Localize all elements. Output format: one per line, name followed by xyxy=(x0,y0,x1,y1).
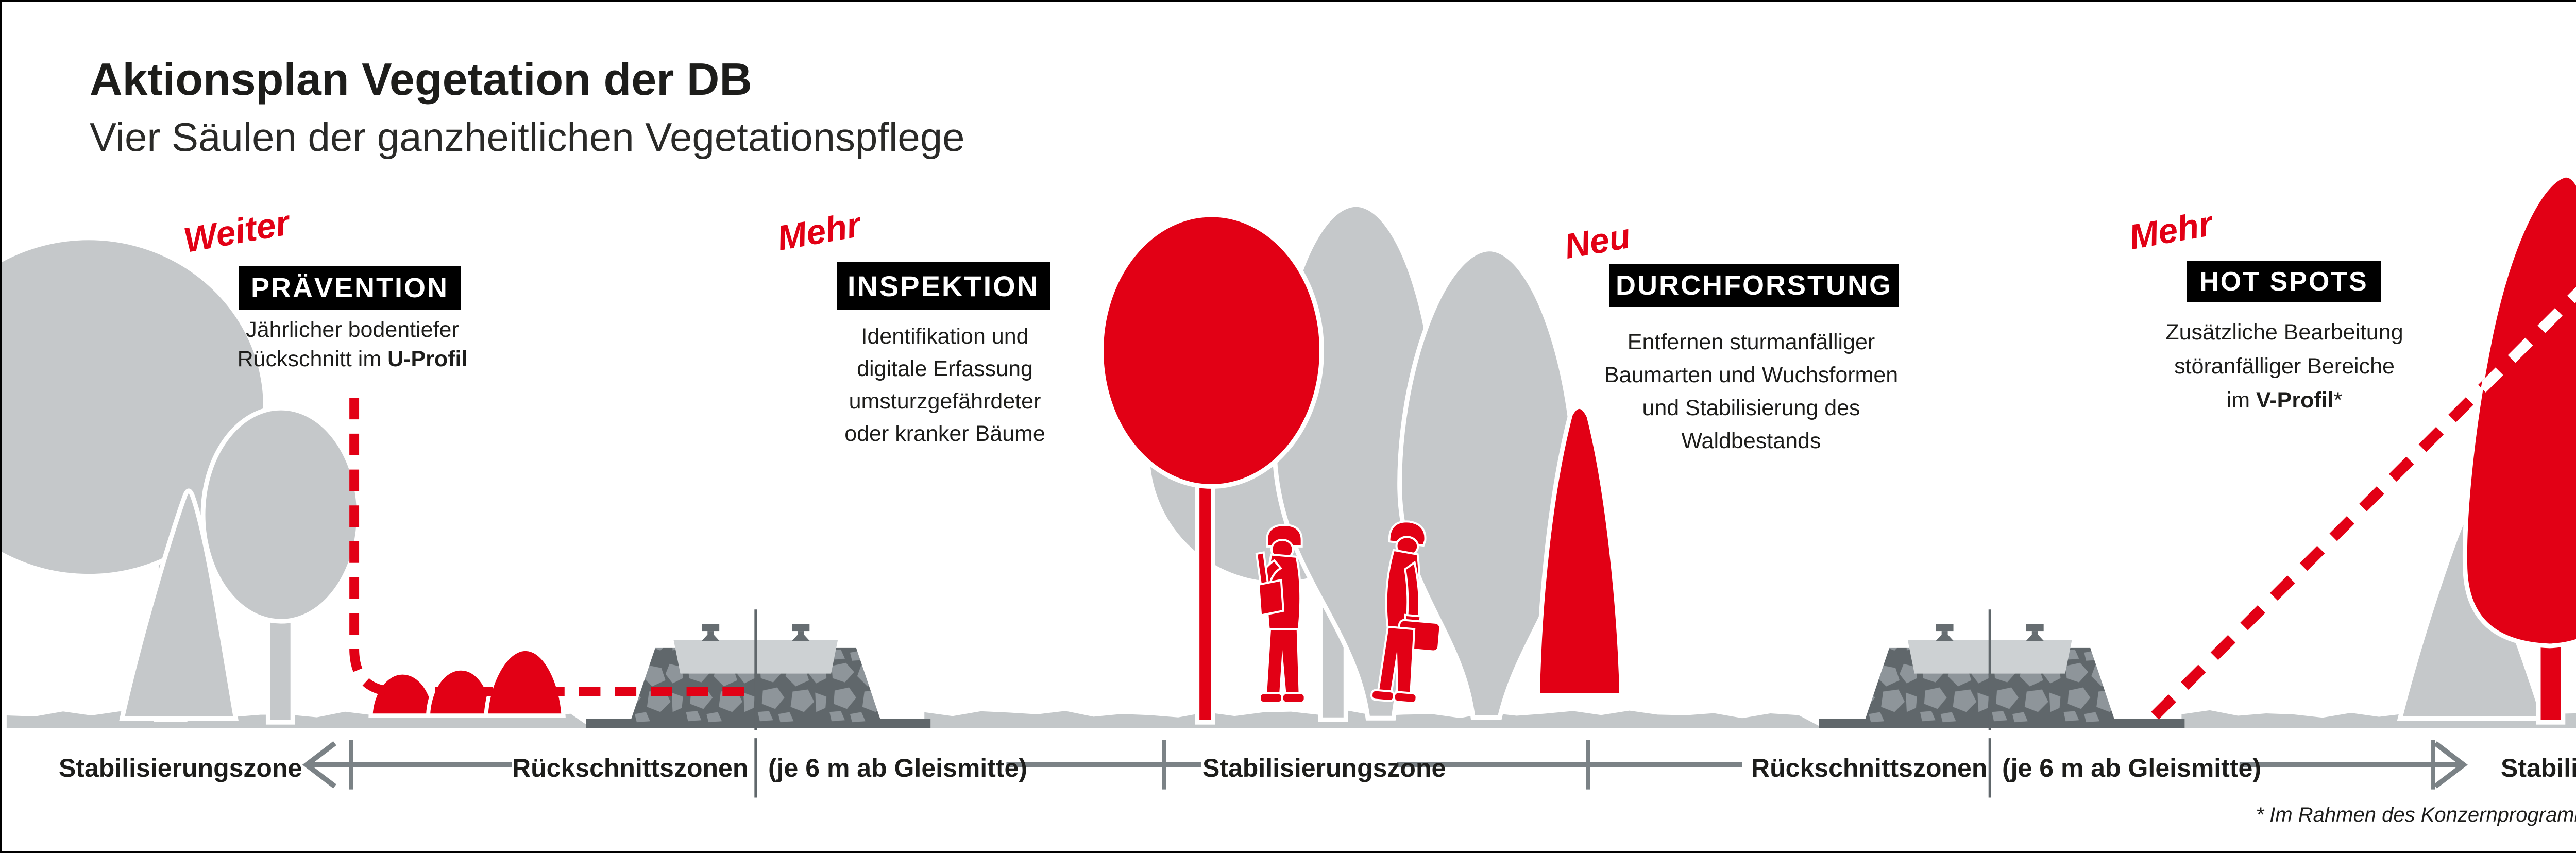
red-tall-tree xyxy=(2462,173,2576,725)
worker-with-clipboard xyxy=(1255,524,1306,704)
desc-line: umsturzgefährdeter xyxy=(849,389,1041,414)
desc-line: Entfernen sturmanfälliger xyxy=(1627,330,1875,354)
arrow-right-icon xyxy=(2433,741,2468,789)
gray-oval-tree-left xyxy=(200,405,362,725)
desc-line: Jährlicher bodentiefer xyxy=(246,317,459,342)
zone-label-stabilisierungszone-right: Stabilisierungszone xyxy=(2501,754,2576,782)
desc-praevention: Jährlicher bodentiefer Rückschnitt im U-… xyxy=(172,315,533,374)
desc-line: im xyxy=(2226,388,2257,413)
zone-label-rueckschnittszonen-2: Rückschnittszonen xyxy=(1751,754,1988,782)
heading-hotspots: HOT SPOTS xyxy=(2187,261,2381,302)
tree-group-right xyxy=(2397,173,2576,725)
zone-label-stabilisierungszone-left: Stabilisierungszone xyxy=(59,754,302,782)
heading-inspektion: INSPEKTION xyxy=(837,262,1050,310)
page-subtitle: Vier Säulen der ganzheitlichen Vegetatio… xyxy=(90,114,965,160)
desc-bold: U-Profil xyxy=(387,347,468,371)
heading-durchforstung: DURCHFORSTUNG xyxy=(1609,264,1899,307)
footnote: * Im Rahmen des Konzernprogramms Zukunft… xyxy=(2256,804,2576,826)
zone-scale xyxy=(302,740,2468,790)
desc-line: oder kranker Bäume xyxy=(844,421,1045,446)
desc-line: und Stabilisierung des xyxy=(1642,396,1860,420)
desc-line: Rückschnitt im xyxy=(237,347,388,371)
arrow-left-icon xyxy=(302,741,336,789)
zone-label-rueckschnittszonen-1: Rückschnittszonen xyxy=(512,754,749,782)
tree-group-left xyxy=(2,235,362,725)
heading-praevention: PRÄVENTION xyxy=(239,266,461,310)
u-profil-dashed-line xyxy=(349,398,753,696)
desc-inspektion: Identifikation und digitale Erfassung um… xyxy=(770,320,1120,450)
desc-durchforstung: Entfernen sturmanfälliger Baumarten und … xyxy=(1573,326,1929,457)
desc-line: digitale Erfassung xyxy=(857,356,1033,381)
zone-label-je6m-2: (je 6 m ab Gleismitte) xyxy=(2002,754,2261,782)
red-oval-tree xyxy=(1099,212,1324,725)
desc-line: Zusätzliche Bearbeitung xyxy=(2165,320,2403,345)
red-leaning-cone-tree xyxy=(1535,404,1624,697)
tree-group-middle xyxy=(1099,202,1624,725)
desc-line: Waldbestands xyxy=(1681,429,1821,453)
v-profil-dashed-line xyxy=(2151,287,2576,720)
desc-line: Identifikation und xyxy=(861,324,1029,349)
desc-asterisk: * xyxy=(2333,388,2343,413)
gray-cone-tree-left xyxy=(119,488,239,721)
red-bushes xyxy=(368,646,566,718)
worker-with-case xyxy=(1370,520,1442,704)
workers xyxy=(1255,520,1442,704)
page-title: Aktionsplan Vegetation der DB xyxy=(90,54,752,105)
desc-line: Baumarten und Wuchsformen xyxy=(1604,363,1899,387)
desc-hotspots: Zusätzliche Bearbeitung störanfälliger B… xyxy=(2109,315,2460,417)
zone-label-stabilisierungszone-mid: Stabilisierungszone xyxy=(1202,754,1446,782)
zone-label-je6m-1: (je 6 m ab Gleismitte) xyxy=(768,754,1027,782)
desc-bold: V-Profil xyxy=(2256,388,2334,413)
desc-line: störanfälliger Bereiche xyxy=(2174,354,2395,379)
